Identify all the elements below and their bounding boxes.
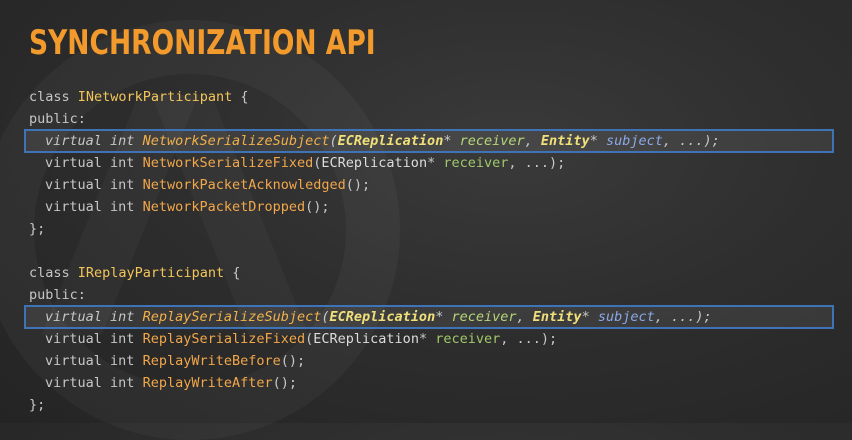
comma: , [516,309,533,325]
code-line-blank [29,240,839,262]
method-tail: (); [345,177,371,193]
param-name: receiver [435,331,501,347]
code-line-network-serialize-subject-highlighted: virtual int NetworkSerializeSubject(ECRe… [24,129,834,153]
paren-open: ( [313,155,322,171]
virtual-keyword: virtual [45,177,102,193]
pointer-star: * [427,155,436,171]
method-tail: , ...); [654,309,712,325]
method-name: NetworkSerializeFixed [142,155,314,171]
return-type: int [110,133,135,149]
slide-title: SYNCHRONIZATION API [29,23,376,63]
return-type: int [110,177,135,193]
virtual-keyword: virtual [45,331,102,347]
param-name: subject [597,309,655,325]
param-type: ECReplication [329,309,436,325]
code-line-network-packet-acknowledged: virtual int NetworkPacketAcknowledged(); [29,174,839,196]
code-line-replay-class-decl: class IReplayParticipant { [29,262,839,284]
class-keyword: class [29,89,70,105]
code-line-network-access: public: [29,108,839,130]
virtual-keyword: virtual [45,353,102,369]
param-name: subject [605,133,663,149]
code-line-replay-access: public: [29,284,839,306]
pointer-star: * [589,133,598,149]
pointer-star: * [435,309,444,325]
param-type: Entity [540,133,590,149]
code-line-network-close: }; [29,218,839,240]
param-type: ECReplication [337,133,444,149]
paren-open: ( [329,133,338,149]
virtual-keyword: virtual [45,199,102,215]
code-block: class INetworkParticipant { public: virt… [24,86,839,416]
code-line-network-class-decl: class INetworkParticipant { [29,86,839,108]
open-brace: { [232,89,249,105]
param-type: Entity [532,309,582,325]
code-line-replay-close: }; [29,394,839,416]
access-specifier: public: [29,111,86,127]
code-line-replay-write-after: virtual int ReplayWriteAfter(); [29,372,839,394]
param-name: receiver [443,155,509,171]
return-type: int [110,309,135,325]
paren-open: ( [321,309,330,325]
virtual-keyword: virtual [45,155,102,171]
return-type: int [110,331,135,347]
virtual-keyword: virtual [45,375,102,391]
method-name: ReplayWriteBefore [142,353,281,369]
method-name: ReplaySerializeSubject [142,309,322,325]
method-tail: (); [272,375,298,391]
pointer-star: * [443,133,452,149]
method-name: ReplayWriteAfter [142,375,273,391]
method-name: NetworkSerializeSubject [142,133,330,149]
return-type: int [110,155,135,171]
return-type: int [110,353,135,369]
code-line-network-serialize-fixed: virtual int NetworkSerializeFixed(ECRepl… [29,152,839,174]
code-line-replay-serialize-fixed: virtual int ReplaySerializeFixed(ECRepli… [29,328,839,350]
virtual-keyword: virtual [45,133,102,149]
return-type: int [110,375,135,391]
param-name: receiver [451,309,517,325]
class-name-network: INetworkParticipant [77,89,233,105]
param-name: receiver [459,133,525,149]
method-name: NetworkPacketAcknowledged [142,177,346,193]
code-line-replay-serialize-subject-highlighted: virtual int ReplaySerializeSubject(ECRep… [24,305,834,329]
class-name-replay: IReplayParticipant [77,265,225,281]
virtual-keyword: virtual [45,309,102,325]
method-tail: , ...); [662,133,720,149]
close-brace: }; [29,221,46,237]
pointer-star: * [581,309,590,325]
method-tail: , ...); [508,155,566,171]
paren-open: ( [305,331,314,347]
method-tail: , ...); [500,331,558,347]
method-name: NetworkPacketDropped [142,199,306,215]
comma: , [524,133,541,149]
pointer-star: * [418,331,428,347]
method-name: ReplaySerializeFixed [142,331,306,347]
method-tail: (); [305,199,330,215]
close-brace: }; [29,397,46,413]
code-line-network-packet-dropped: virtual int NetworkPacketDropped(); [29,196,839,218]
param-type: ECReplication [321,155,428,171]
code-line-replay-write-before: virtual int ReplayWriteBefore(); [29,350,839,372]
return-type: int [110,199,135,215]
access-specifier: public: [29,287,86,303]
class-keyword: class [29,265,70,281]
open-brace: { [224,265,241,281]
method-tail: (); [280,353,306,369]
param-type: ECReplication [313,331,419,347]
